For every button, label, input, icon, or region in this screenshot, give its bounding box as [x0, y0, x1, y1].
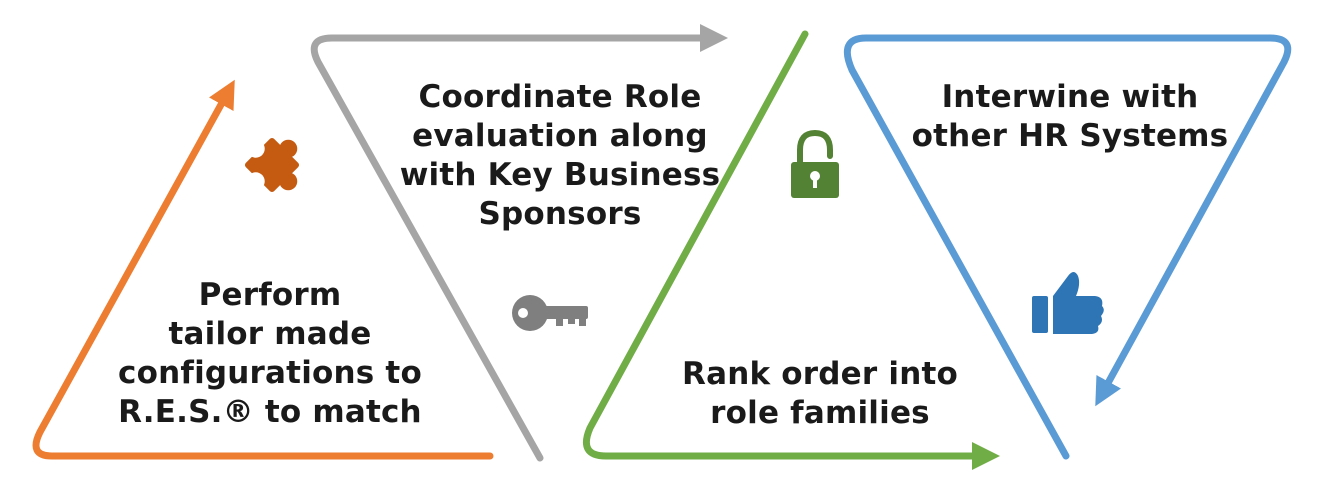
key-icon: [512, 295, 588, 331]
orange-arrow-path: [32, 79, 494, 460]
step-2-line-2: evaluation along: [412, 118, 708, 154]
puzzle-icon: [244, 137, 300, 193]
step-1-line-1: Perform: [198, 277, 342, 313]
gray-arrow-path: [310, 24, 728, 462]
padlock-icon: [791, 129, 839, 198]
step-1-label: Perform tailor made configurations to R.…: [100, 276, 440, 432]
step-3-line-2: role families: [710, 395, 930, 431]
step-1-line-2: tailor made: [168, 316, 372, 352]
step-2-line-4: Sponsors: [478, 196, 642, 232]
step-3-line-1: Rank order into: [682, 356, 958, 392]
thumbs-up-icon: [1032, 272, 1104, 334]
step-3-label: Rank order into role families: [660, 355, 980, 433]
step-2-line-1: Coordinate Role: [418, 79, 702, 115]
step-2-label: Coordinate Role evaluation along with Ke…: [385, 78, 735, 234]
step-4-line-2: other HR Systems: [911, 118, 1229, 154]
step-2-line-3: with Key Business: [399, 157, 721, 193]
step-4-label: Interwine with other HR Systems: [900, 78, 1240, 156]
green-arrow-path: [583, 30, 1000, 470]
step-1-line-4: R.E.S.® to match: [118, 394, 422, 430]
step-1-line-3: configurations to: [118, 355, 422, 391]
blue-arrow-path: [843, 34, 1292, 460]
step-4-line-1: Interwine with: [941, 79, 1199, 115]
